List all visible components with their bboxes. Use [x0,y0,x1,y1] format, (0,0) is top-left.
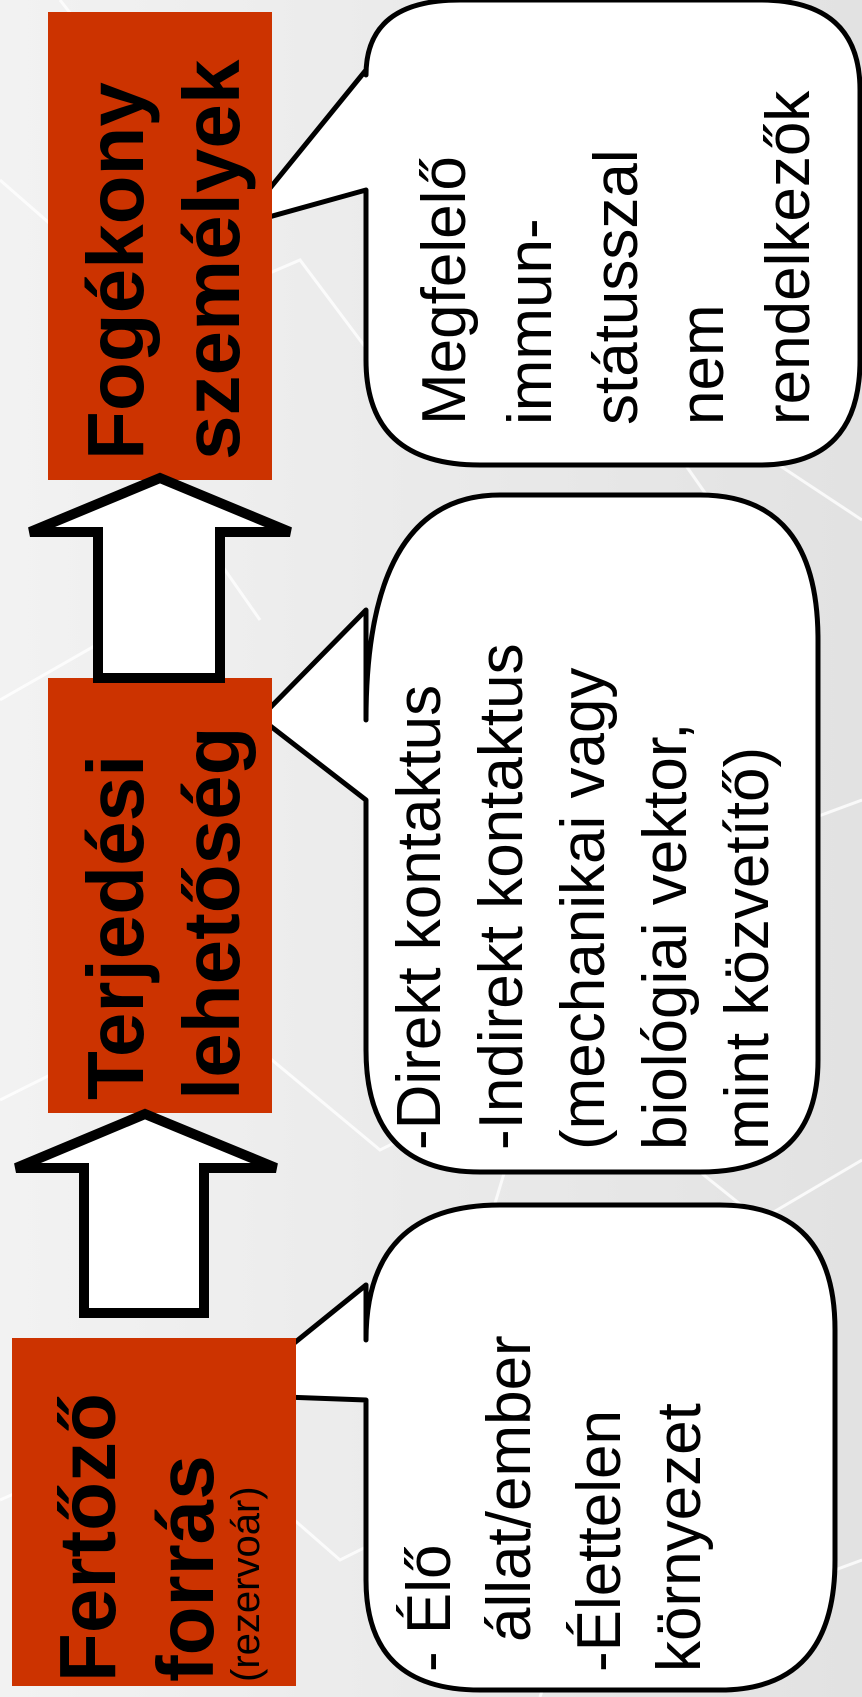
source-title-line2: forrás [141,1455,230,1682]
transmission-title-line2: lehetőség [167,726,256,1100]
susceptible-box [48,12,272,480]
source-bubble-text: - Élő állat/ember -Élettelen környezet [390,1212,830,1672]
transmission-bubble-text: -Direkt kontaktus -Indirekt kontaktus (m… [380,510,810,1150]
susceptible-bubble-line: státusszal [582,149,651,425]
susceptible-bubble-line: rendelkezők [754,90,823,425]
susceptible-bubble-text: Megfelelő immun- státusszal nem rendelke… [405,25,855,425]
susceptible-bubble-line: immun- [496,218,565,425]
transmission-bubble-line: (mechanikai vagy [549,667,618,1150]
transmission-bubble-line: mint közvetítő) [713,746,782,1150]
transmission-title-line1: Terjedési [71,754,160,1100]
source-box [12,1338,296,1686]
transmission-title: Terjedési lehetőség [71,680,256,1100]
susceptible-bubble-line: nem [668,304,737,425]
susceptible-callout-bubble [237,0,862,468]
source-bubble-line: környezet [645,1403,714,1672]
source-subtitle: (rezervoár) [224,1486,268,1682]
transmission-bubble-line: biológiai vektor, [631,722,700,1150]
source-bubble-line: - Élő [395,1544,464,1672]
transmission-box [48,678,272,1113]
source-title: Fertőző forrás (rezervoár) [43,1342,268,1682]
source-title-line1: Fertőző [43,1393,132,1682]
source-callout-bubble [227,1202,838,1693]
transmission-bubble-line: -Indirekt kontaktus [467,643,536,1150]
susceptible-title: Fogékony személyek [71,10,256,460]
block-arrow-up-icon [28,472,292,683]
block-arrow-up-icon [14,1108,278,1318]
source-bubble-line: -Élettelen [565,1410,634,1672]
susceptible-title-line1: Fogékony [71,82,160,460]
transmission-callout-bubble [257,492,821,1175]
source-bubble-line: állat/ember [475,1335,544,1642]
transmission-bubble-line: -Direkt kontaktus [385,684,454,1150]
susceptible-title-line2: személyek [167,59,256,460]
susceptible-bubble-line: Megfelelő [410,156,479,425]
